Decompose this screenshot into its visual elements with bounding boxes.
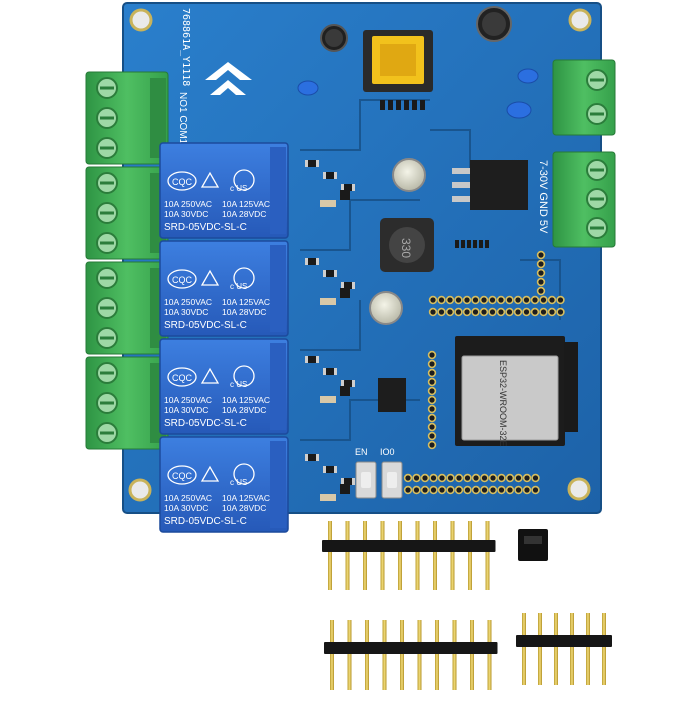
warning-icon	[200, 465, 220, 482]
cqc-logo-icon	[167, 269, 197, 289]
relay-rating: 10A 30VDC	[164, 307, 208, 317]
relay-rating: 10A 125VAC	[222, 297, 270, 307]
en-button[interactable]	[355, 461, 377, 499]
header-holes	[403, 250, 565, 495]
screw-icon[interactable]	[96, 327, 118, 349]
screw-icon[interactable]	[96, 202, 118, 224]
relay-rating: 10A 28VDC	[222, 307, 266, 317]
screw-icon[interactable]	[96, 77, 118, 99]
relay: CQC c US 10A 250VAC 10A 125VAC 10A 30VDC 10A …	[159, 240, 289, 337]
terminal-block	[85, 166, 169, 260]
smd-components	[305, 100, 489, 501]
warning-icon	[200, 367, 220, 384]
brand-logo-icon	[205, 62, 252, 95]
terminal-block	[85, 261, 169, 355]
screw-icon[interactable]	[96, 137, 118, 159]
esp32-label: ESP32-WROOM-32E	[498, 360, 508, 447]
ic-chip	[378, 378, 406, 412]
screw-icon[interactable]	[96, 297, 118, 319]
relay-us-mark: c US	[230, 282, 247, 291]
relay-rating: 10A 125VAC	[222, 493, 270, 503]
relay-brand: CQC	[172, 177, 193, 187]
warning-icon	[200, 269, 220, 286]
io0-button[interactable]	[381, 461, 403, 499]
terminal-label-top: NO1 COM1	[177, 92, 188, 145]
pin-header	[516, 613, 612, 685]
jumper-cap	[518, 529, 548, 561]
screw-icon[interactable]	[96, 107, 118, 129]
screw-icon[interactable]	[96, 232, 118, 254]
relay-model: SRD-05VDC-SL-C	[164, 320, 247, 331]
relay-rating: 10A 125VAC	[222, 395, 270, 405]
relay: CQC c US 10A 250VAC 10A 125VAC 10A 30VDC 10A …	[159, 338, 289, 435]
relay: CQC c US 10A 250VAC 10A 125VAC 10A 30VDC 10A …	[159, 436, 289, 533]
cqc-logo-icon	[167, 465, 197, 485]
io0-button-label: IO0	[380, 447, 395, 457]
power-terminal-label: 7-30V GND 5V	[537, 160, 549, 234]
voltage-regulator	[452, 160, 528, 210]
screw-icon[interactable]	[96, 362, 118, 384]
relay-rating: 10A 250VAC	[164, 199, 212, 209]
relay-rating: 10A 250VAC	[164, 493, 212, 503]
relay-us-mark: c US	[230, 184, 247, 193]
terminal-block	[85, 71, 169, 165]
ceramic-capacitor	[297, 68, 539, 119]
electrolytic-capacitor	[320, 6, 512, 325]
relay-brand: CQC	[172, 373, 193, 383]
screw-terminal-block-right	[552, 59, 616, 248]
warning-icon	[200, 171, 220, 188]
relay-rating: 10A 28VDC	[222, 503, 266, 513]
en-button-label: EN	[355, 447, 368, 457]
transformer	[363, 30, 433, 92]
ul-mark-icon	[233, 267, 255, 289]
screw-icon[interactable]	[96, 422, 118, 444]
cqc-logo-icon	[167, 171, 197, 191]
relay-rating: 10A 30VDC	[164, 503, 208, 513]
relay-rating: 10A 125VAC	[222, 199, 270, 209]
relay-model: SRD-05VDC-SL-C	[164, 516, 247, 527]
screw-icon[interactable]	[96, 392, 118, 414]
relay-model: SRD-05VDC-SL-C	[164, 418, 247, 429]
screw-terminal-block-left	[85, 71, 169, 450]
screw-icon[interactable]	[96, 172, 118, 194]
relay-model: SRD-05VDC-SL-C	[164, 222, 247, 233]
inductor-label: 330	[399, 238, 413, 258]
esp32-module: ESP32-WROOM-32E	[455, 336, 578, 447]
pin-header	[322, 521, 496, 590]
relay-brand: CQC	[172, 275, 193, 285]
screw-icon[interactable]	[96, 267, 118, 289]
relay-rating: 10A 250VAC	[164, 297, 212, 307]
ul-mark-icon	[233, 463, 255, 485]
silk-id-text: 768861A_Y1118	[180, 8, 191, 86]
loose-pin-headers	[322, 521, 612, 690]
power-inductor: 330	[380, 218, 434, 272]
relay-rating: 10A 30VDC	[164, 209, 208, 219]
ul-mark-icon	[233, 169, 255, 191]
terminal-block	[85, 356, 169, 450]
relay-rating: 10A 30VDC	[164, 405, 208, 415]
relay-rating: 10A 28VDC	[222, 209, 266, 219]
relay-rating: 10A 250VAC	[164, 395, 212, 405]
relay-us-mark: c US	[230, 478, 247, 487]
relay-rating: 10A 28VDC	[222, 405, 266, 415]
relay: CQC c US 10A 250VAC 10A 125VAC 10A 30VDC 10A …	[159, 142, 289, 239]
pin-header	[324, 620, 498, 690]
relay-brand: CQC	[172, 471, 193, 481]
ul-mark-icon	[233, 365, 255, 387]
mounting-hole	[128, 8, 592, 502]
cqc-logo-icon	[167, 367, 197, 387]
relay-us-mark: c US	[230, 380, 247, 389]
